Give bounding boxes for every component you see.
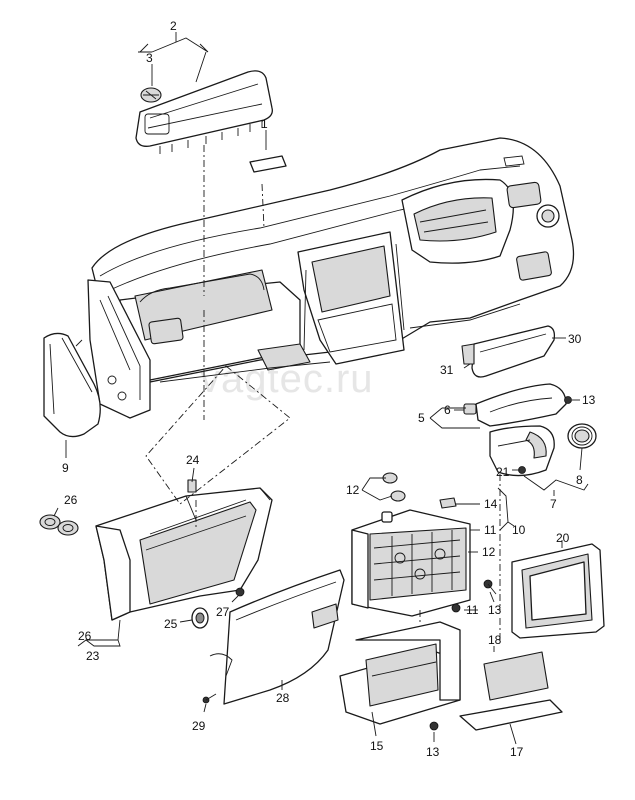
callout-15: 15 (370, 739, 384, 753)
storage-pocket-assembly (339, 621, 563, 731)
callout-27: 27 (216, 605, 230, 619)
grommet-part-12-bottom (390, 490, 406, 502)
callout-30: 30 (568, 332, 582, 346)
side-end-cap-part-9 (43, 332, 101, 438)
callout-14: 14 (484, 497, 498, 511)
trim-panel-part-30 (461, 325, 556, 378)
callout-12-top: 12 (346, 483, 360, 497)
callout-8: 8 (576, 473, 583, 487)
screw-part-13-lower (429, 721, 439, 731)
callout-9: 9 (62, 461, 69, 475)
glovebox-housing (39, 479, 273, 629)
callout-13-bracket: 13 (488, 603, 502, 617)
clip-part-14 (439, 497, 457, 509)
callout-3: 3 (146, 51, 153, 65)
callout-25: 25 (164, 617, 178, 631)
callout-20: 20 (556, 531, 570, 545)
screw-part-27 (235, 587, 245, 597)
clip-part-31 (461, 343, 475, 365)
callout-1: 1 (261, 117, 268, 131)
radio-bracket-assembly (351, 396, 572, 617)
frame-part-20 (511, 543, 605, 639)
clip-part-6 (463, 403, 477, 415)
grommet-part-26-right (57, 520, 79, 536)
callout-2: 2 (170, 19, 177, 33)
callout-21: 21 (496, 465, 510, 479)
callout-17: 17 (510, 745, 524, 759)
callout-labels: 2 3 1 30 31 13 5 6 9 21 8 7 24 12 14 26 … (62, 19, 596, 759)
callout-18: 18 (488, 633, 502, 647)
callout-6: 6 (444, 403, 451, 417)
callout-24: 24 (186, 453, 200, 467)
dashboard-main (87, 137, 575, 419)
callout-12-mid: 12 (482, 545, 496, 559)
cover-part-18 (483, 651, 549, 701)
callout-11-top: 11 (484, 523, 497, 537)
callout-7: 7 (550, 497, 557, 511)
grommet-part-26-left (39, 514, 61, 530)
cover-plate-part-1 (249, 155, 287, 173)
callout-26-bottom: 26 (78, 629, 92, 643)
callout-10: 10 (512, 523, 526, 537)
leader-lines (53, 32, 589, 745)
callout-13-bottom: 13 (426, 745, 440, 759)
callout-29: 29 (192, 719, 206, 733)
callout-11-bottom: 11 (466, 603, 479, 617)
callout-5: 5 (418, 411, 425, 425)
nut-part-11 (451, 603, 461, 613)
steering-shroud-assembly (463, 383, 597, 477)
roof-trim-assembly (135, 70, 273, 154)
callout-31: 31 (440, 363, 454, 377)
callout-13-shroud: 13 (582, 393, 596, 407)
callout-23: 23 (86, 649, 100, 663)
callout-26-top: 26 (64, 493, 78, 507)
mat-part-17 (459, 699, 563, 731)
glovebox-lid-part-28 (202, 569, 345, 705)
callout-28: 28 (276, 691, 290, 705)
screw-part-13-shroud (564, 396, 572, 404)
